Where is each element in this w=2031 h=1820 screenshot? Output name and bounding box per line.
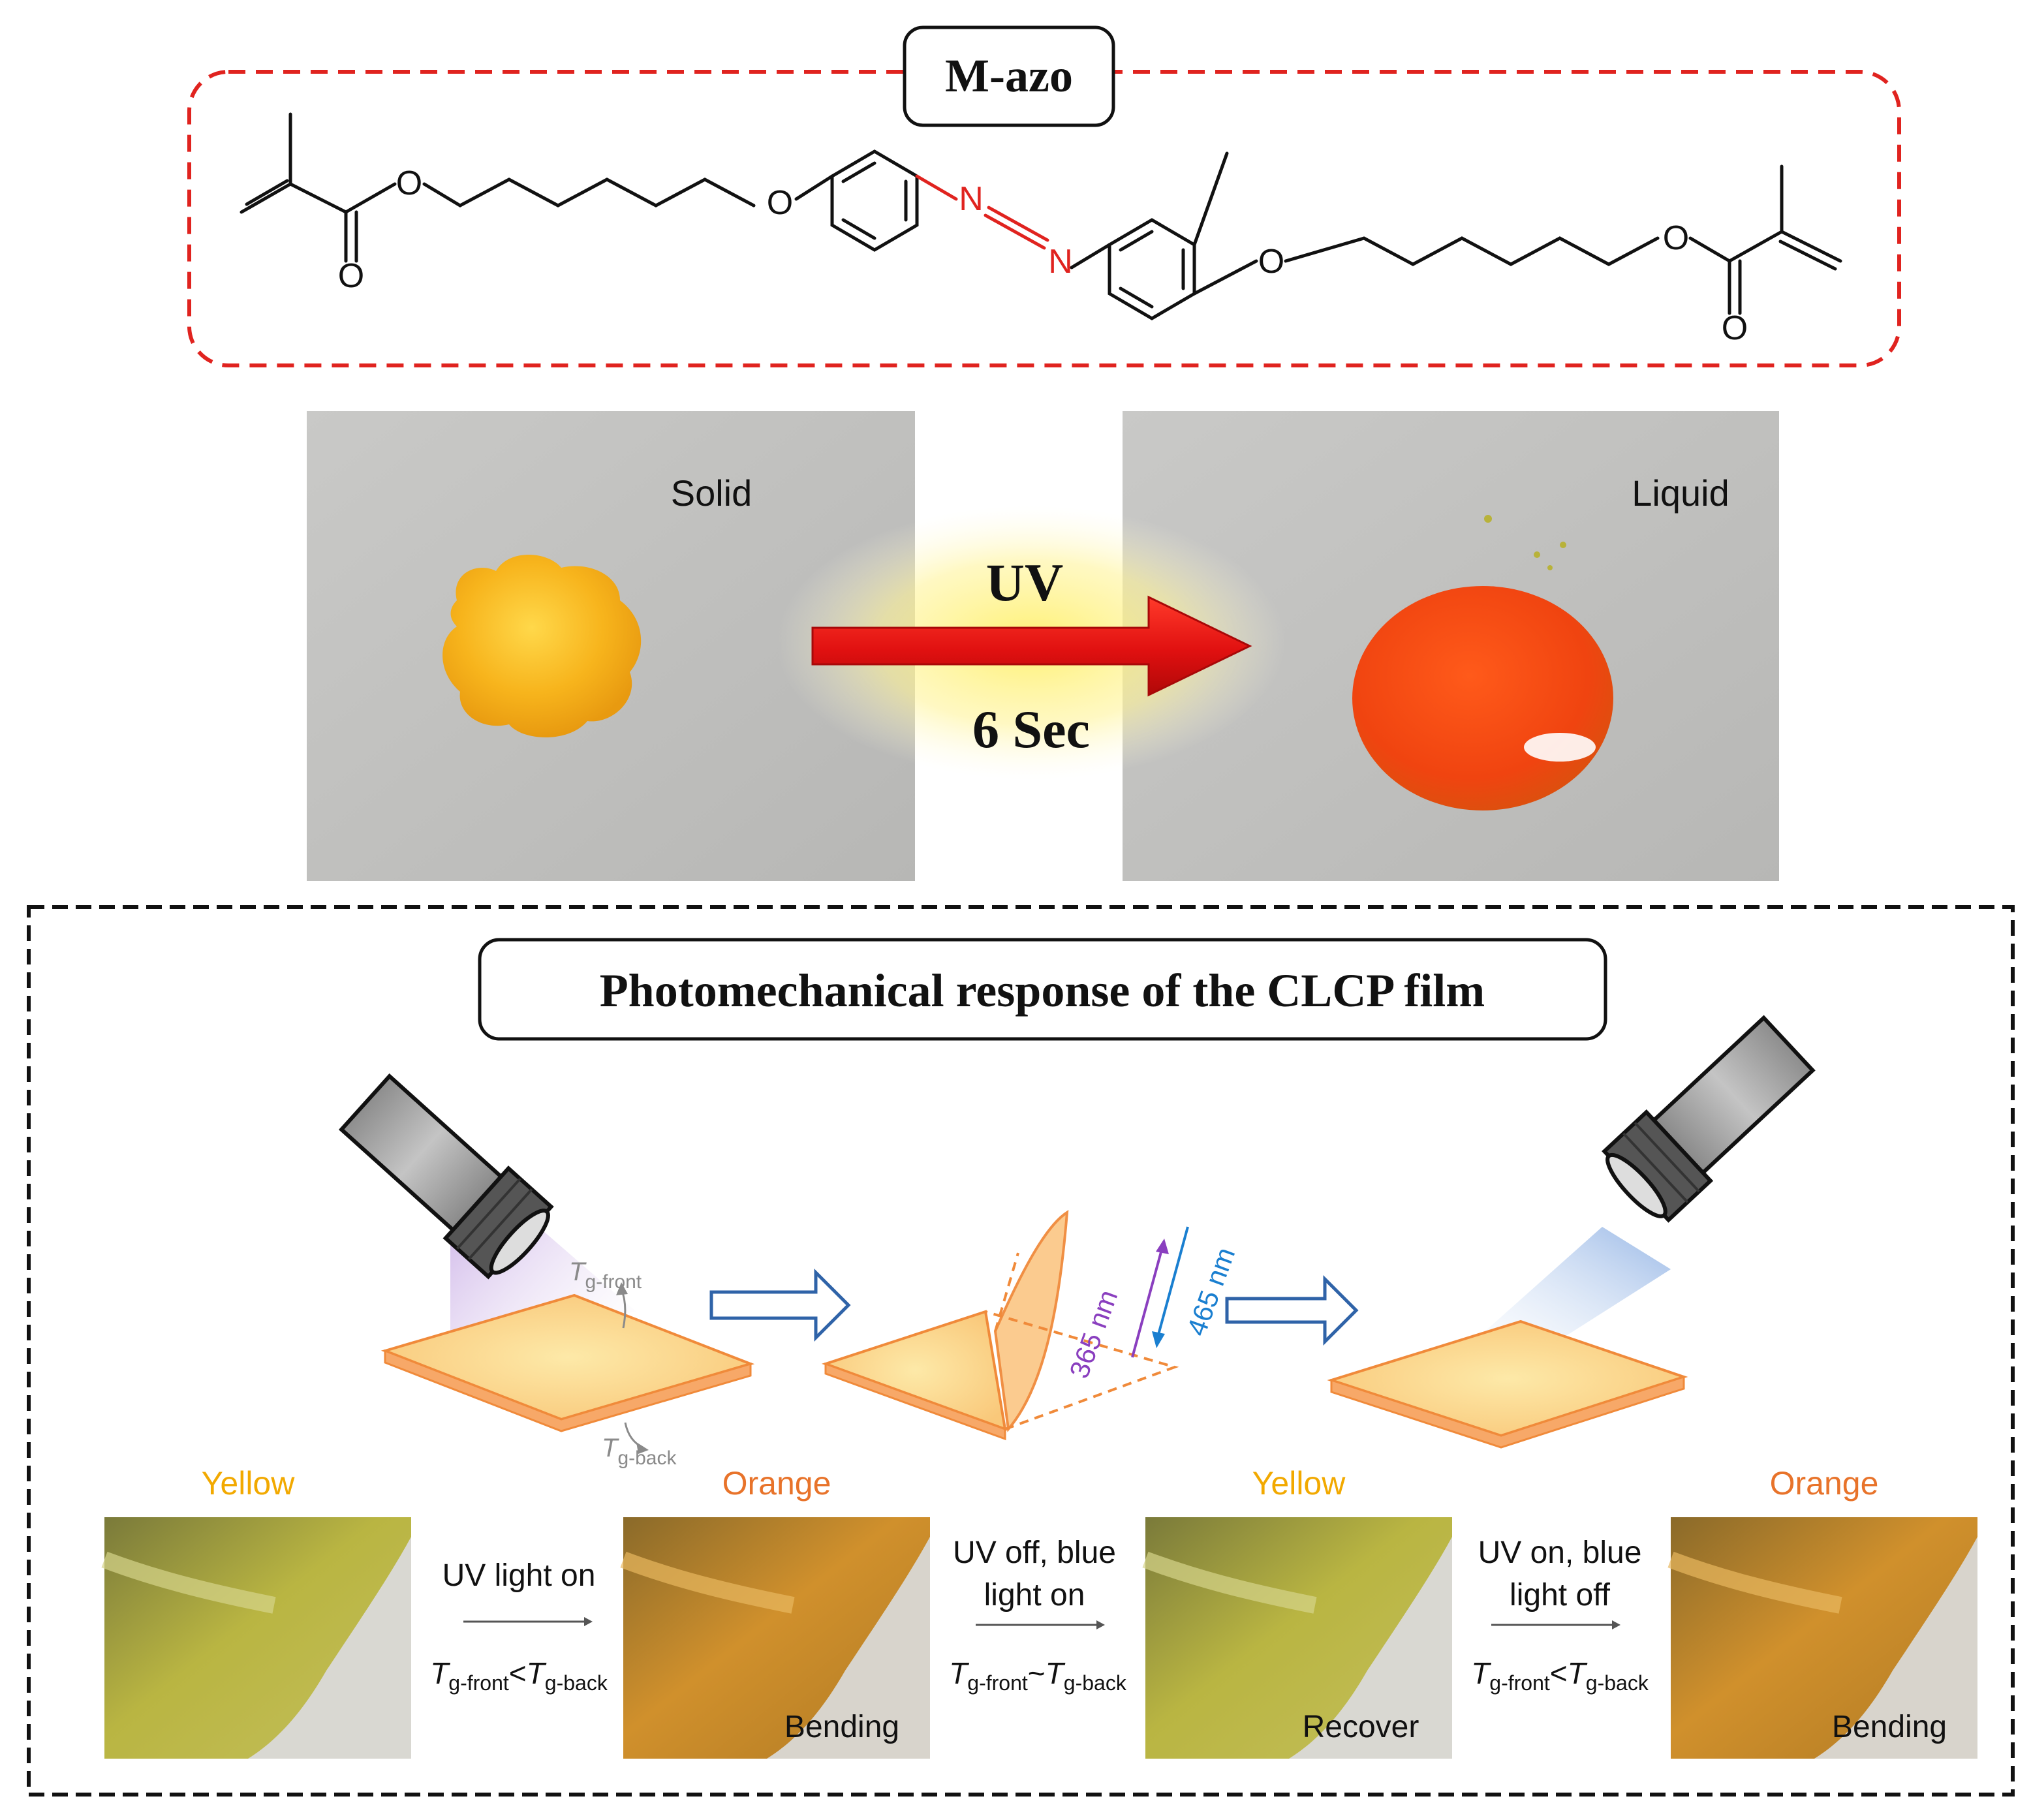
tg-front-label: Tg-front [569, 1257, 642, 1293]
photomechanical-title-box [478, 938, 1607, 1041]
solid-sample [442, 555, 642, 737]
state-color-4: Orange [1770, 1465, 1879, 1502]
state-caption-3: Recover [1303, 1710, 1419, 1744]
photomechanical-dashed-frame [27, 905, 2015, 1797]
wavelength-arrows [1131, 1226, 1189, 1358]
wavelength-blue: 465 nm [1181, 1243, 1241, 1340]
transition-2-condition: Tg-front~Tg-back [949, 1656, 1127, 1695]
bent-film [821, 1210, 1179, 1441]
wavelength-uv: 365 nm [1063, 1286, 1123, 1382]
uv-arrow-group: UV 6 Sec [777, 506, 1286, 780]
molecule-name: M-azo [945, 50, 1073, 102]
molecule-dashed-frame [187, 70, 1901, 367]
state-color-1: Yellow [202, 1465, 296, 1502]
state-photo-2 [620, 1517, 930, 1759]
transition-3: UV on, blue light off Tg-front<Tg-back [1471, 1535, 1649, 1695]
blue-flashlight-icon [1452, 1015, 1816, 1361]
transition-2-line1: UV off, blue [953, 1535, 1116, 1570]
transition-1-line1: UV light on [442, 1558, 596, 1593]
molecule-structure [240, 112, 1842, 320]
atom-oxygen-2: O [338, 257, 364, 295]
liquid-sample [1352, 586, 1613, 810]
photomechanical-title: Photomechanical response of the CLCP fil… [600, 964, 1485, 1017]
state-photo-4 [1667, 1517, 1977, 1759]
process-arrow-2 [1225, 1274, 1359, 1346]
flat-film-recovered [1327, 1319, 1688, 1449]
molecule-name-box [903, 25, 1115, 127]
transition-2-line2: light on [984, 1578, 1085, 1612]
process-arrow-1 [709, 1268, 851, 1342]
transition-3-line2: light off [1510, 1578, 1611, 1612]
atom-nitrogen-2: N [1048, 243, 1073, 281]
transition-1: UV light on Tg-front<Tg-back [430, 1558, 608, 1695]
state-caption-4: Bending [1832, 1710, 1947, 1744]
atom-oxygen-4: O [1258, 243, 1284, 281]
state-caption-2: Bending [784, 1710, 899, 1744]
uv-label: UV [986, 553, 1063, 612]
state-color-3: Yellow [1252, 1465, 1346, 1502]
liquid-highlight [1524, 733, 1596, 762]
uv-flashlight-icon [338, 1073, 636, 1341]
transition-3-line1: UV on, blue [1478, 1535, 1642, 1570]
transition-1-condition: Tg-front<Tg-back [430, 1656, 608, 1695]
flat-film-initial [380, 1282, 755, 1454]
atom-oxygen-5: O [1663, 219, 1689, 257]
state-photo-1 [101, 1517, 411, 1759]
liquid-label: Liquid [1632, 472, 1729, 514]
atom-oxygen-3: O [767, 184, 793, 222]
atom-oxygen-1: O [396, 164, 422, 202]
state-photo-3 [1142, 1517, 1452, 1759]
atom-oxygen-6: O [1722, 309, 1748, 347]
solid-label: Solid [671, 472, 752, 514]
atom-nitrogen-1: N [959, 180, 984, 218]
uv-red-arrow [811, 595, 1252, 697]
state-color-2: Orange [722, 1465, 831, 1502]
tg-back-label: Tg-back [602, 1434, 677, 1469]
transition-2: UV off, blue light on Tg-front~Tg-back [949, 1535, 1127, 1695]
duration-label: 6 Sec [972, 700, 1090, 759]
transition-3-condition: Tg-front<Tg-back [1471, 1656, 1649, 1695]
